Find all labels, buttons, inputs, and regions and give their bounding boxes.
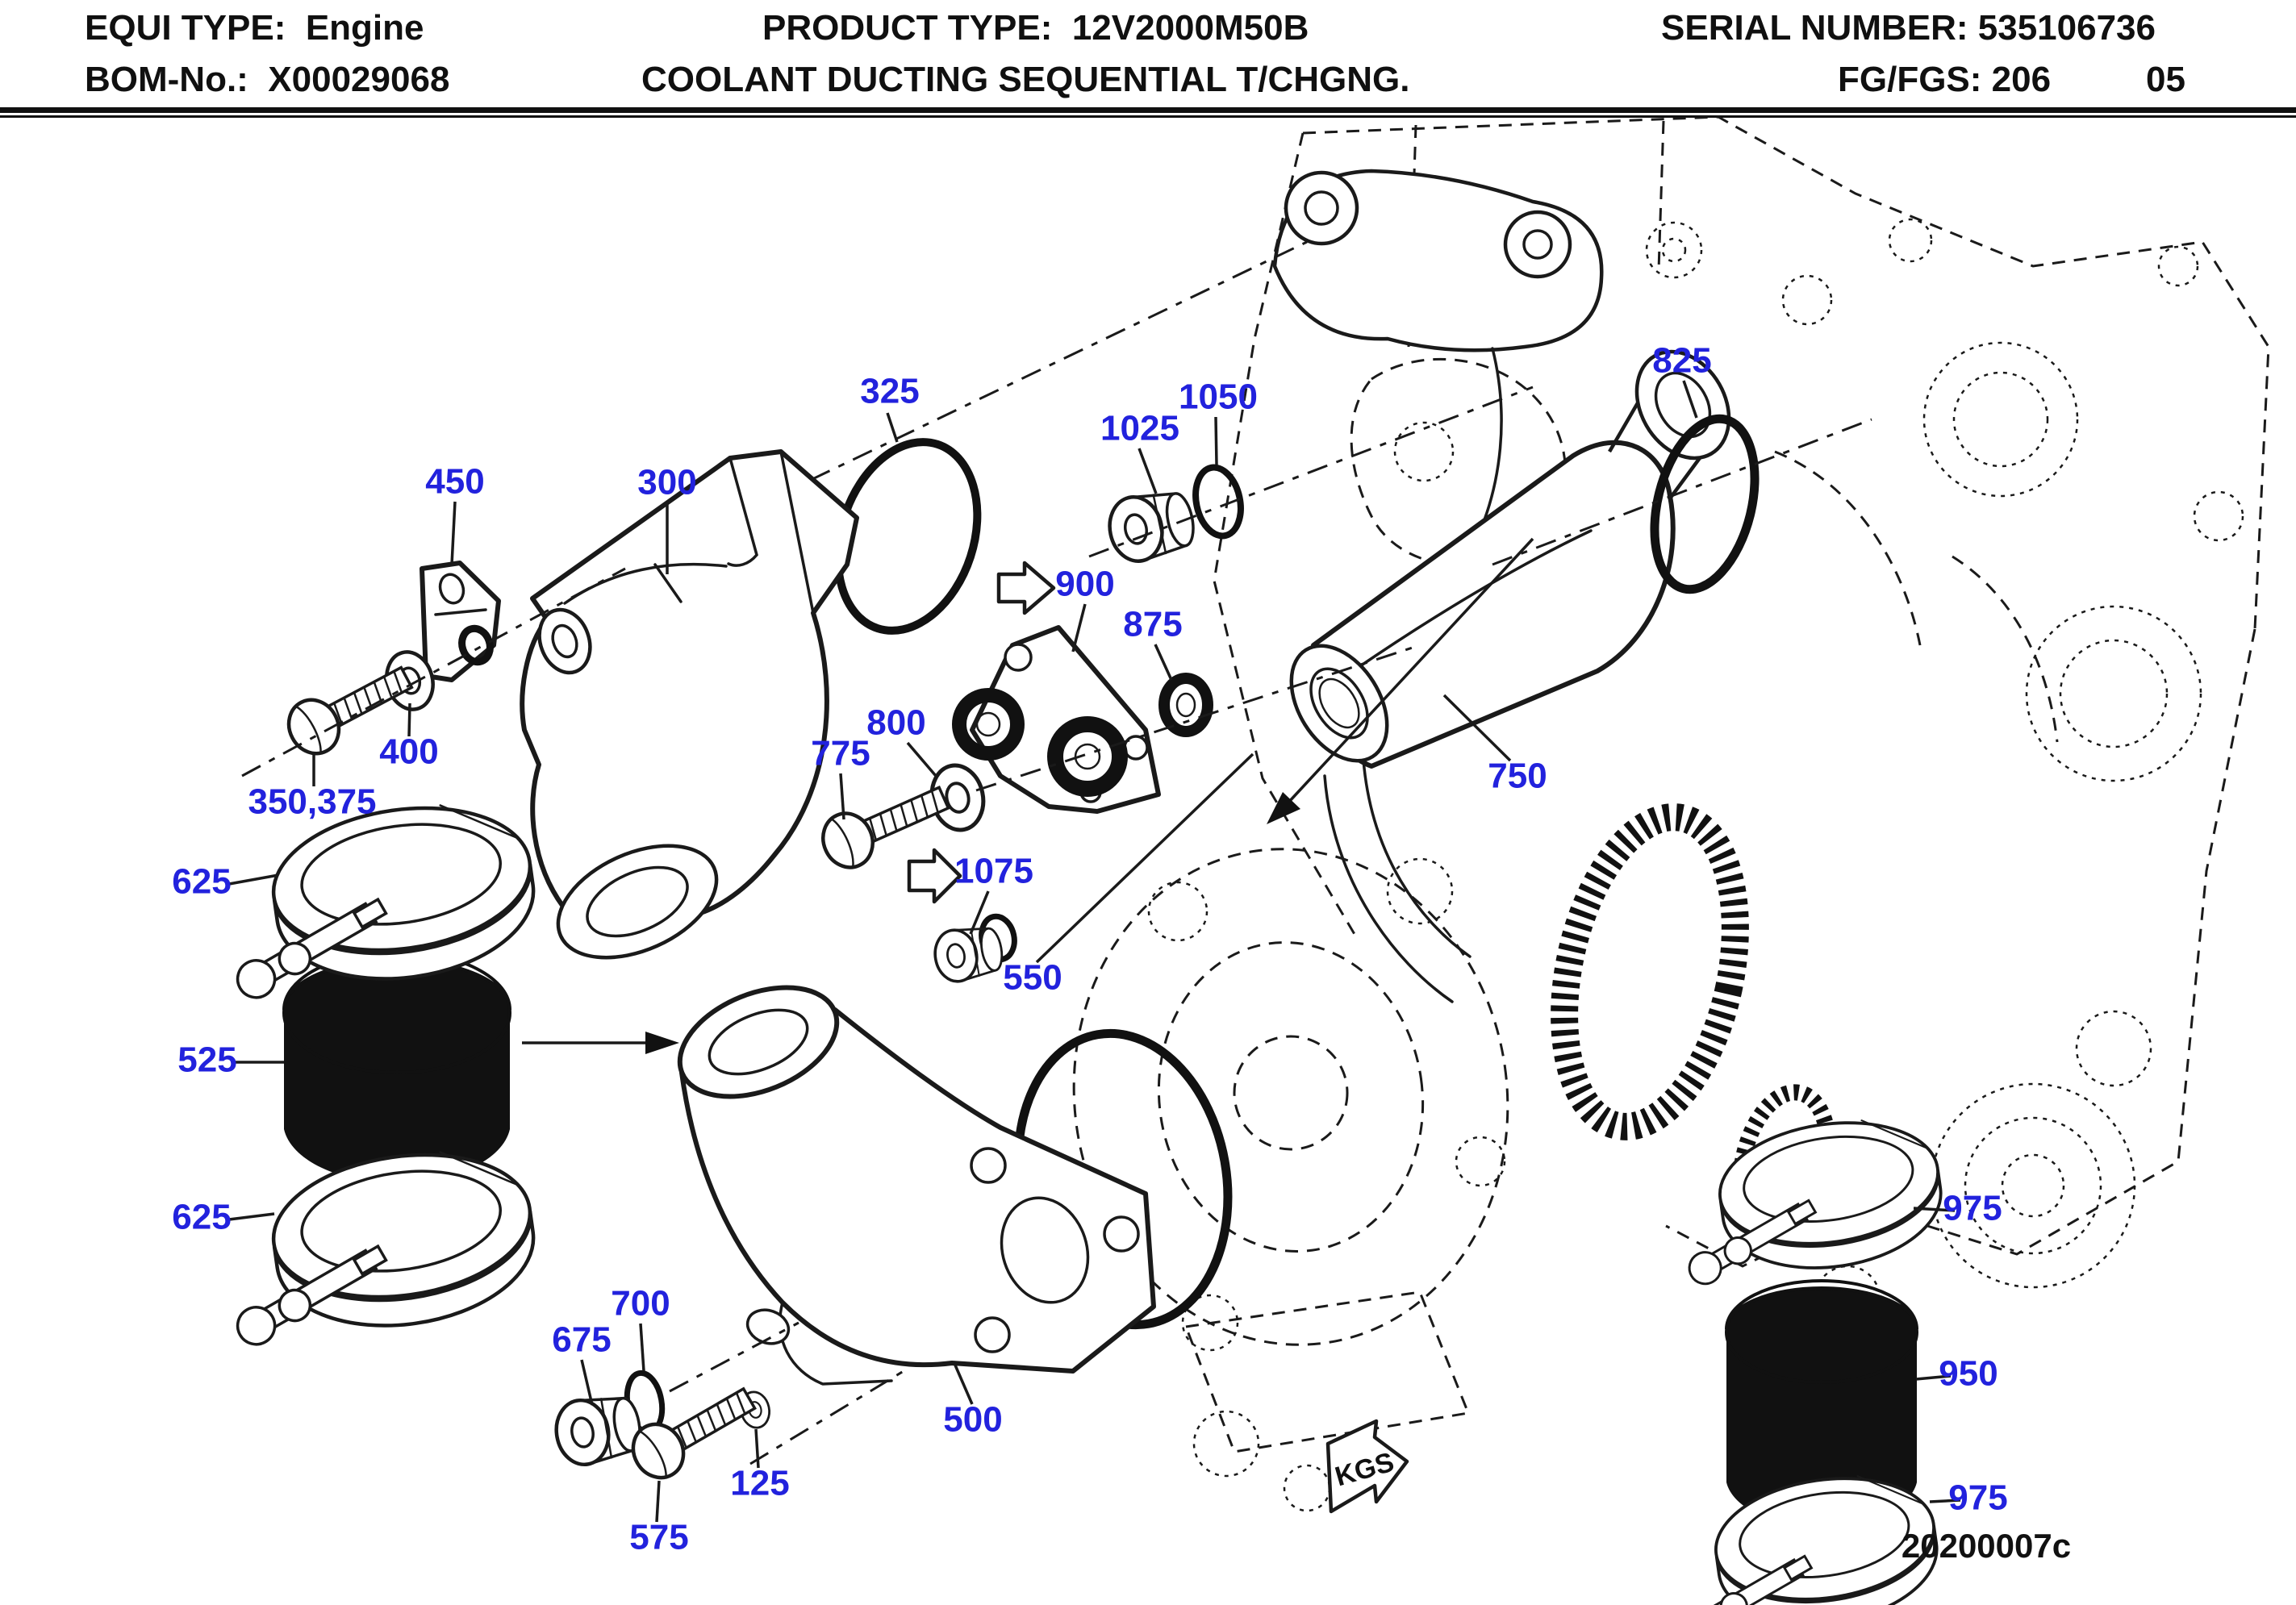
screw-plug-675	[552, 1390, 645, 1469]
bracket-900	[952, 625, 1161, 814]
header-rule-thin	[0, 115, 2296, 118]
water-pump-outline	[1072, 803, 1837, 1512]
fg-fgs-page: 05	[2146, 60, 2185, 99]
part-label-750: 750	[1488, 757, 1547, 796]
part-label-1050: 1050	[1179, 377, 1258, 417]
coolant-duct-300	[520, 449, 859, 960]
o-ring-1050	[1192, 464, 1244, 540]
figure-id: 20200007c	[1902, 1527, 2071, 1565]
serial-number: SERIAL NUMBER: 535106736	[1661, 8, 2156, 48]
part-label-975-bottom: 975	[1948, 1478, 2007, 1518]
part-label-825: 825	[1652, 341, 1711, 381]
part-label-625-bottom: 625	[172, 1198, 231, 1237]
kgs-weight-symbol-icon: KGS	[1325, 1419, 1409, 1514]
hose-950	[1725, 1279, 1918, 1528]
hose-clamp-975-top	[1665, 1107, 1952, 1293]
page-title: COOLANT DUCTING SEQUENTIAL T/CHGNG.	[641, 60, 1410, 99]
equi-type-label: EQUI TYPE:	[85, 8, 286, 48]
part-label-125: 125	[730, 1464, 789, 1503]
engine-block-outline	[1213, 115, 2270, 1332]
bom-number: BOM-No.: X00029068	[85, 60, 449, 100]
part-label-550: 550	[1003, 958, 1062, 998]
callout-arrow-900-icon	[996, 561, 1056, 615]
coolant-duct-500	[677, 985, 1156, 1386]
part-label-575: 575	[629, 1518, 688, 1557]
mounting-ear-300	[537, 607, 592, 675]
equi-type: EQUI TYPE: Engine	[85, 8, 424, 48]
hose-clamp-625-bottom	[211, 1140, 544, 1353]
equi-type-value: Engine	[305, 8, 424, 48]
o-ring-825	[1650, 414, 1760, 594]
sealing-ring-875	[1158, 673, 1213, 737]
screw-plug-1025	[1104, 486, 1198, 566]
gear-ring	[1551, 803, 1749, 1140]
part-label-900: 900	[1055, 565, 1114, 604]
leader-lines	[228, 380, 1961, 1523]
part-label-525: 525	[177, 1040, 236, 1080]
mounting-pad	[1272, 169, 1604, 530]
part-label-1025: 1025	[1100, 409, 1179, 448]
fg-fgs-label: FG/FGS:	[1838, 60, 1982, 99]
product-type-value: 12V2000M50B	[1071, 8, 1309, 48]
bom-number-label: BOM-No.:	[85, 60, 248, 99]
part-label-975-top: 975	[1943, 1189, 2002, 1228]
part-label-775: 775	[811, 734, 870, 773]
part-label-350-375: 350,375	[248, 782, 376, 822]
part-label-700: 700	[611, 1284, 670, 1324]
bom-number-value: X00029068	[268, 60, 450, 99]
bracket-450	[420, 561, 501, 682]
part-label-625-top: 625	[172, 862, 231, 902]
screw-plug-1075	[929, 920, 1008, 986]
product-type: PRODUCT TYPE: 12V2000M50B	[762, 8, 1309, 48]
part-label-1075: 1075	[954, 852, 1033, 891]
coolant-duct-750	[1289, 349, 1731, 1003]
product-type-label: PRODUCT TYPE:	[762, 8, 1053, 48]
part-label-450: 450	[425, 462, 484, 502]
part-label-325: 325	[860, 372, 919, 411]
part-label-400: 400	[379, 732, 438, 772]
callout-arrow-1075-icon	[907, 848, 962, 904]
hose-clamp-625-top	[211, 793, 544, 1007]
serial-number-value: 535106736	[1977, 8, 2156, 48]
part-label-300: 300	[637, 463, 696, 502]
assembly-arrow	[1267, 537, 1534, 824]
part-label-500: 500	[943, 1400, 1002, 1440]
part-label-675: 675	[552, 1320, 611, 1360]
header-rule	[0, 107, 2296, 113]
part-label-875: 875	[1123, 605, 1182, 644]
flow-direction-arrow-525	[522, 1032, 679, 1054]
hose-525	[282, 950, 511, 1183]
fg-fgs: FG/FGS: 206	[1838, 60, 2051, 100]
part-label-800: 800	[866, 703, 925, 743]
part-label-950: 950	[1939, 1354, 1998, 1394]
assembly-centerlines	[241, 240, 1872, 1465]
serial-number-label: SERIAL NUMBER:	[1661, 8, 1968, 48]
fg-fgs-value: 206	[1991, 60, 2052, 99]
